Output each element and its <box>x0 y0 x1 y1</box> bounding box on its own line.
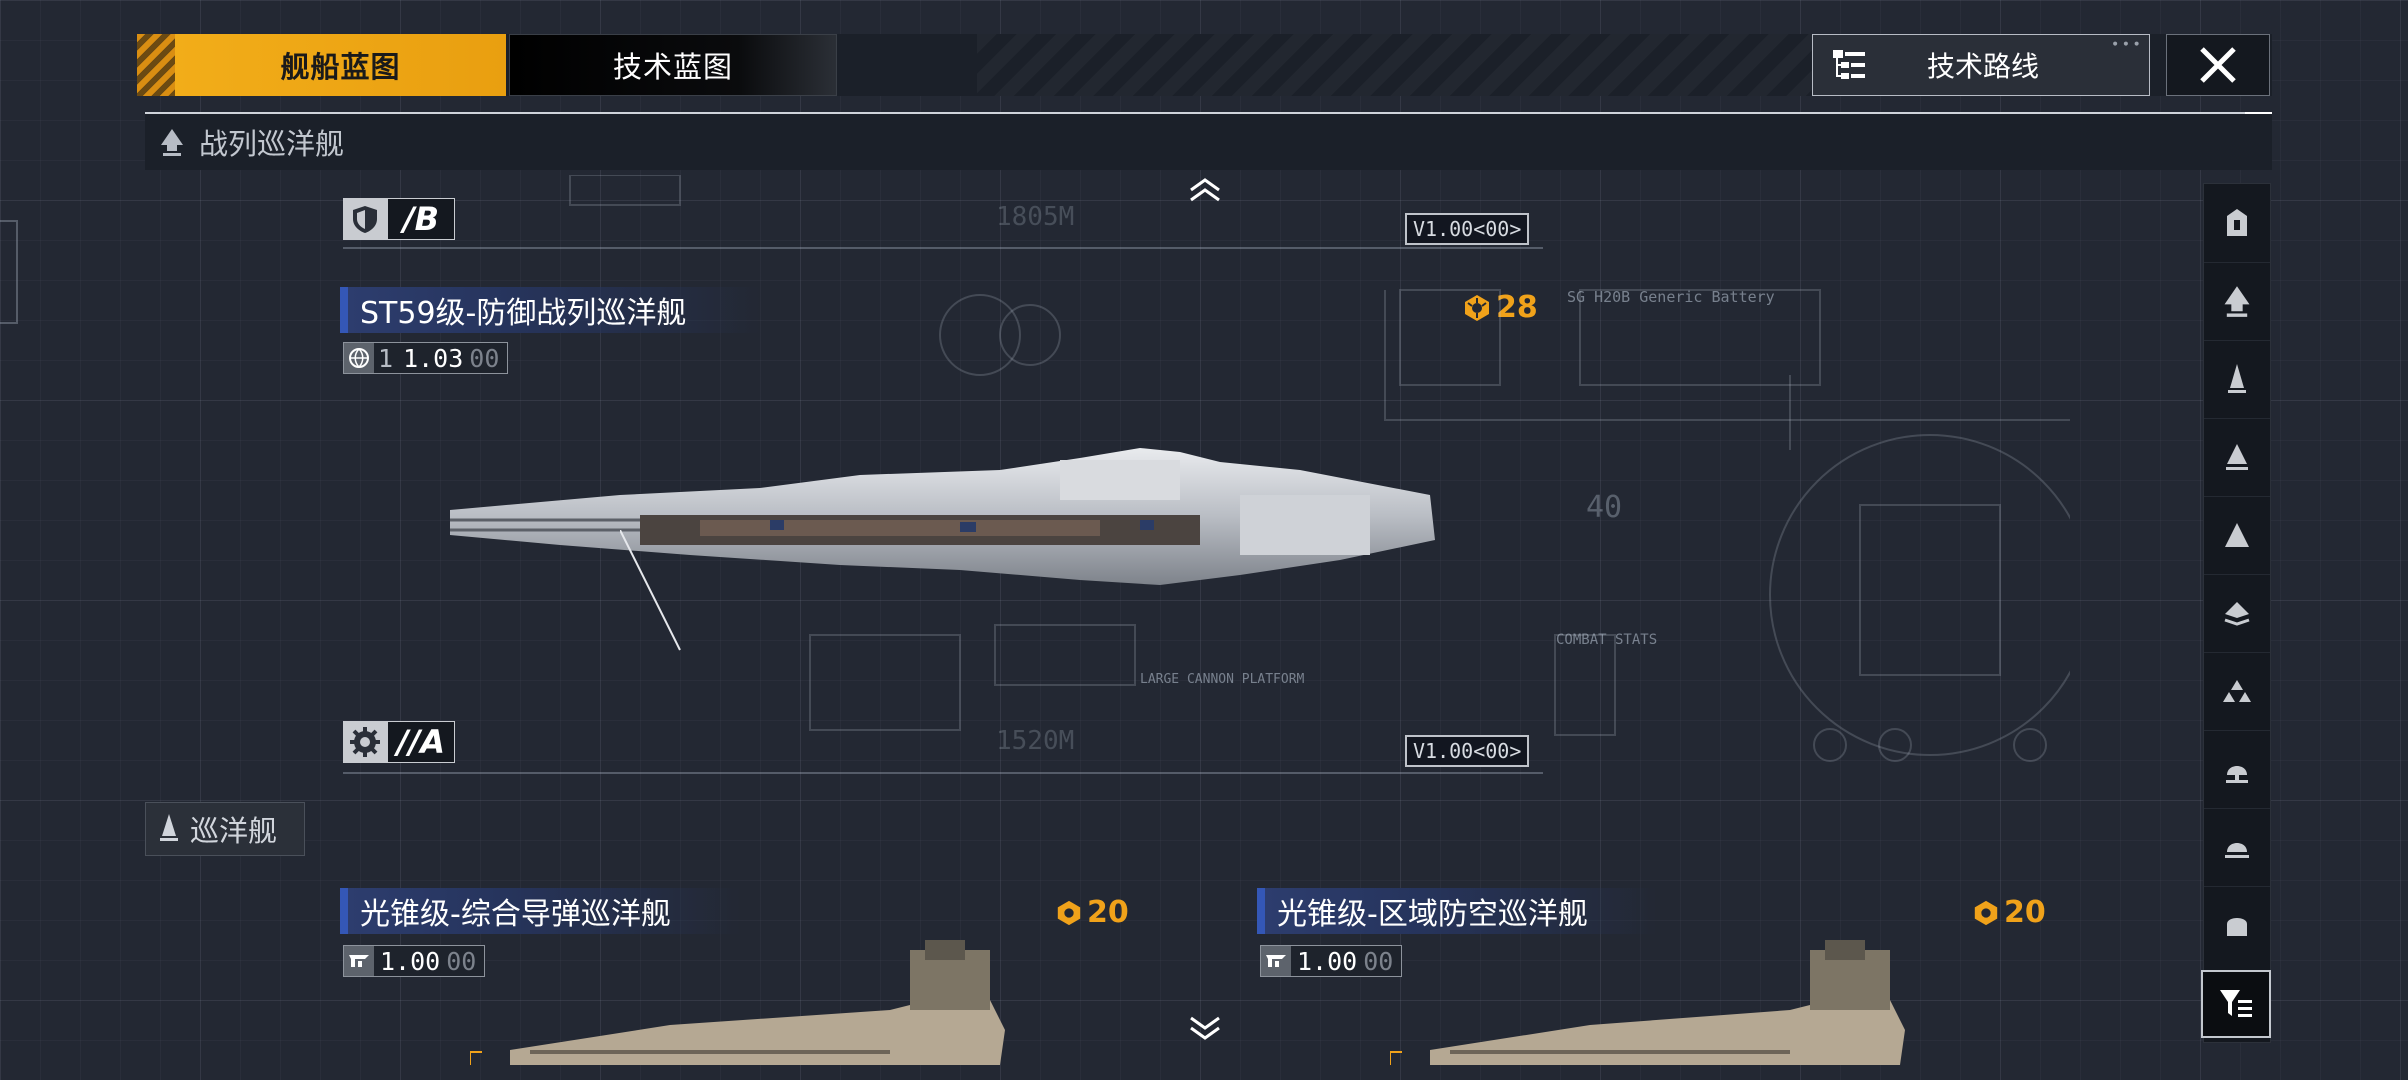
ship-class-filter-bar <box>2203 183 2271 1043</box>
resource-icon <box>1057 900 1081 925</box>
cost-display: 20 <box>1055 895 1129 930</box>
tech-route-label: 技术路线 <box>1926 50 2039 83</box>
version-main: 1.00 <box>1297 946 1358 976</box>
base-icon <box>2227 918 2247 936</box>
blueprint-text: 1805M <box>996 202 1075 232</box>
filter-destroyer[interactable] <box>2204 418 2270 497</box>
filter-frigate[interactable] <box>2204 496 2270 575</box>
cost-value: 20 <box>2004 895 2046 930</box>
scroll-up-arrow-icon[interactable] <box>1188 176 1222 204</box>
version-main: 1.03 <box>403 343 464 373</box>
section-divider-accent <box>2245 112 2272 115</box>
cost-value: 20 <box>1087 895 1129 930</box>
ship-title[interactable]: 光锥级-综合导弹巡洋舰 <box>340 888 740 934</box>
globe-icon <box>344 343 374 373</box>
close-icon <box>2200 47 2236 83</box>
version-tag: V1.00<00> <box>1405 735 1530 767</box>
grade-badge: //A <box>343 721 455 763</box>
section-header: 战列巡洋舰 <box>145 114 2272 170</box>
filter-battlecruiser[interactable] <box>2204 262 2270 341</box>
filter-corvette[interactable] <box>2204 574 2270 653</box>
auxiliary-icon <box>2225 843 2249 858</box>
shield-icon <box>343 198 387 240</box>
ship-title[interactable]: 光锥级-区域防空巡洋舰 <box>1257 888 1657 934</box>
blueprint-schematics <box>569 175 2070 762</box>
destroyer-icon <box>2226 444 2248 470</box>
frigate-icon <box>2225 523 2249 547</box>
blueprint-length: 1520M <box>996 726 1075 756</box>
ship-illustration-guangzhui-missile[interactable] <box>470 940 1010 1065</box>
version-main: 1.00 <box>380 946 441 976</box>
version-sub: 00 <box>1363 946 1394 976</box>
version-badge: 1 1.03 00 <box>343 342 509 374</box>
section-divider <box>145 112 2272 114</box>
scroll-down-arrow-icon[interactable] <box>1188 1014 1222 1042</box>
filter-list-icon <box>2220 990 2252 1017</box>
cost-display: 20 <box>1972 895 2046 930</box>
tech-route-button[interactable]: 技术路线 ∙∙∙ <box>1812 34 2150 96</box>
grade-value: //A <box>387 721 455 763</box>
cost-value: 28 <box>1496 290 1538 325</box>
filter-support[interactable] <box>2204 730 2270 809</box>
version-sub: 00 <box>469 343 500 373</box>
grade-value: /B <box>387 198 455 240</box>
cruiser-icon <box>160 814 178 841</box>
tier-icon <box>1261 946 1291 976</box>
cruiser-icon <box>2228 364 2246 393</box>
filter-auxiliary[interactable] <box>2204 808 2270 887</box>
corvette-icon <box>2224 602 2250 626</box>
battlecruiser-icon <box>2224 286 2250 317</box>
version-badge: 1.00 00 <box>343 945 486 977</box>
subsection-header: 巡洋舰 <box>145 802 305 856</box>
tier-icon <box>344 946 374 976</box>
version-prefix: 1 <box>378 343 394 373</box>
filter-base[interactable] <box>2204 886 2270 964</box>
carrier-icon <box>2227 209 2247 236</box>
version-tag: V1.00<00> <box>1405 213 1530 245</box>
dots-decoration: ∙∙∙ <box>2110 36 2143 52</box>
tree-list-icon <box>1833 50 1865 79</box>
resource-icon <box>1974 900 1998 925</box>
section-title: 战列巡洋舰 <box>199 127 345 161</box>
cost-display: 28 <box>1462 290 1538 325</box>
blueprint-label-battery: SG H20B Generic Battery <box>1567 288 1775 306</box>
leader-line <box>620 530 681 651</box>
version-badge: 1.00 00 <box>1260 945 1403 977</box>
ship-illustration-guangzhui-aa[interactable] <box>1390 940 1910 1065</box>
ship-title[interactable]: ST59级-防御战列巡洋舰 <box>340 287 760 333</box>
close-button[interactable] <box>2166 34 2270 96</box>
filter-cruiser[interactable] <box>2204 340 2270 419</box>
ship-illustration-st59[interactable] <box>440 440 1440 630</box>
tab-tech-blueprint[interactable]: 技术蓝图 <box>509 34 837 96</box>
version-sub: 00 <box>446 946 477 976</box>
blueprint-label-stats: COMBAT STATS <box>1556 632 1658 648</box>
battlecruiser-icon <box>161 129 183 156</box>
filter-fighter[interactable] <box>2204 652 2270 731</box>
blueprint-label-platform: LARGE CANNON PLATFORM <box>1140 672 1305 687</box>
blueprint-rule <box>343 247 1543 249</box>
fighter-icon <box>2223 680 2251 702</box>
blueprint-number: 40 <box>1586 490 1623 525</box>
tab-accent-stripe <box>137 34 175 96</box>
left-edge-decoration <box>0 220 18 324</box>
blueprint-rule <box>343 772 1543 774</box>
subsection-title: 巡洋舰 <box>190 814 278 848</box>
support-icon <box>2226 766 2248 783</box>
gear-icon <box>343 721 387 763</box>
top-bar-stripes <box>977 34 1937 96</box>
resource-icon <box>1465 294 1489 321</box>
filter-list-button[interactable] <box>2201 970 2271 1038</box>
grade-badge-partial: /B <box>343 198 455 240</box>
filter-carrier[interactable] <box>2204 184 2270 263</box>
tab-ship-blueprint[interactable]: 舰船蓝图 <box>175 34 506 96</box>
